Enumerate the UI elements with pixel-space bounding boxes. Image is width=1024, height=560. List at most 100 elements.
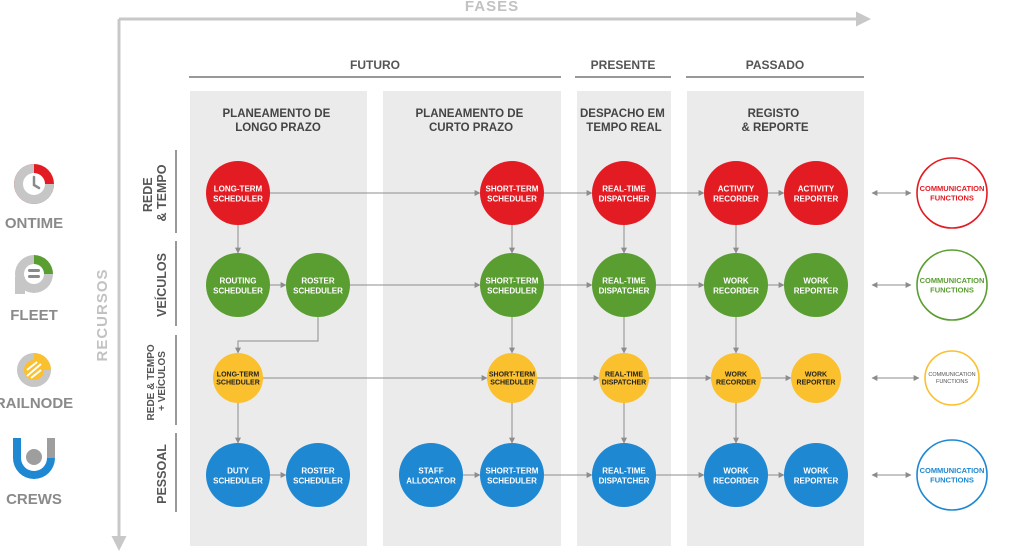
row-label-veiculos: VEÍCULOS (154, 253, 169, 317)
node-circle (286, 253, 350, 317)
comm-circle (916, 249, 988, 321)
col-title-longo: PLANEAMENTO DE LONGO PRAZO (223, 108, 334, 134)
row-label-rede: REDE & TEMPO (141, 164, 169, 221)
flow-arrows (235, 190, 792, 478)
node-circle (592, 443, 656, 507)
node-circle (480, 253, 544, 317)
col-title-despacho: DESPACHO EM TEMPO REAL (580, 108, 668, 134)
comm-circle (916, 439, 988, 511)
comm-circle (916, 157, 988, 229)
col-title-registo: REGISTO & REPORTE (741, 108, 808, 134)
crews-label: CREWS (6, 491, 62, 508)
ontime-product[interactable]: ONTIME (5, 164, 63, 232)
phase-futuro: FUTURO (350, 58, 400, 72)
fleet-logo-icon (15, 255, 53, 294)
node-circle (206, 161, 270, 225)
clock-logo-icon (14, 164, 54, 204)
node-circle (784, 253, 848, 317)
phase-headers: FUTURO PRESENTE PASSADO (189, 58, 864, 78)
node-circle (704, 161, 768, 225)
node-circle (487, 353, 537, 403)
ontime-label: ONTIME (5, 215, 63, 232)
flow-arrow (235, 317, 319, 354)
y-axis-label: RECURSOS (94, 268, 111, 361)
railnode-label: RAILNODE (0, 395, 73, 412)
fleet-product[interactable]: FLEET (10, 255, 58, 324)
node-circle (791, 353, 841, 403)
row-label-redeveic: REDE & TEMPO + VEÍCULOS (146, 342, 168, 421)
comm-circle (924, 350, 980, 406)
node-circle (480, 443, 544, 507)
phase-presente: PRESENTE (591, 58, 656, 72)
fleet-label: FLEET (10, 307, 58, 324)
node-circle (286, 443, 350, 507)
node-circle (711, 353, 761, 403)
phase-passado: PASSADO (746, 58, 804, 72)
product-logos: ONTIME FLEET RAILNODE (0, 164, 73, 508)
node-circle (599, 353, 649, 403)
node-circle (480, 161, 544, 225)
node-circle (206, 253, 270, 317)
row-labels: REDE & TEMPO VEÍCULOS REDE & TEMPO + VEÍ… (141, 150, 177, 512)
node-circle (784, 443, 848, 507)
node-circle (592, 161, 656, 225)
x-axis-label: FASES (465, 0, 519, 15)
node-circle (399, 443, 463, 507)
col-title-curto: PLANEAMENTO DE CURTO PRAZO (416, 108, 527, 134)
crews-product[interactable]: CREWS (6, 438, 62, 508)
railnode-product[interactable]: RAILNODE (0, 353, 73, 412)
axes: FASES RECURSOS (94, 0, 871, 551)
node-circle (213, 353, 263, 403)
